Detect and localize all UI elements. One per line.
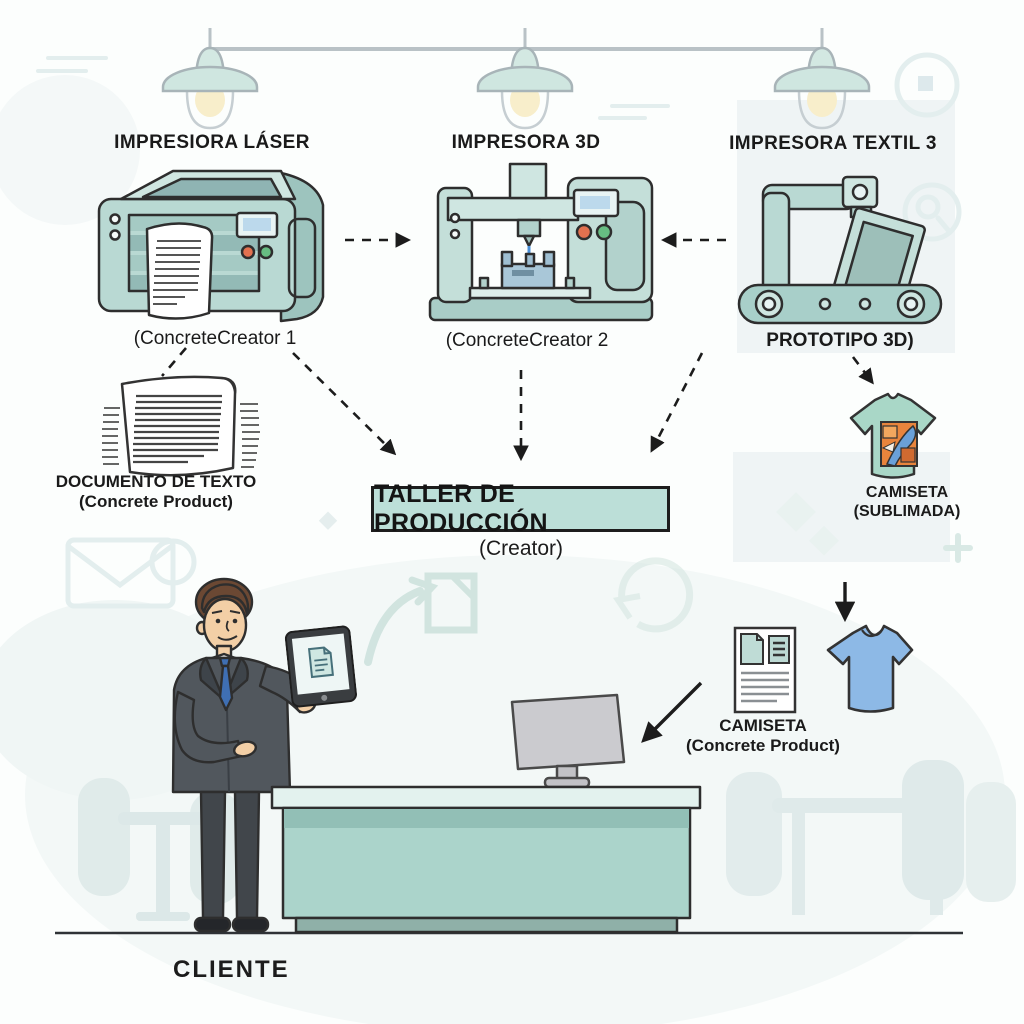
refresh-doodle-icon bbox=[894, 52, 960, 118]
plus-doodle-icon bbox=[943, 533, 973, 563]
laser-printer-illustration bbox=[97, 169, 325, 323]
pendant-lamp-row bbox=[161, 28, 871, 130]
envelope-doodle-icon bbox=[65, 537, 176, 609]
printed-object-icon bbox=[500, 250, 556, 290]
client-label: CLIENTE bbox=[173, 956, 290, 983]
printed-tshirt-icon bbox=[849, 392, 937, 479]
shirt-product-line1: CAMISETA bbox=[719, 716, 807, 735]
3d-printer-illustration bbox=[428, 162, 654, 322]
search-bubble-doodle-icon bbox=[902, 182, 962, 242]
machine-caption-laser: (ConcreteCreator 1 bbox=[133, 328, 297, 349]
machine-caption-3d: (ConcreteCreator 2 bbox=[445, 330, 609, 351]
workshop-box: TALLER DE PRODUCCIÓN bbox=[371, 480, 670, 537]
document-icon bbox=[733, 626, 797, 714]
monitor-icon bbox=[510, 693, 626, 789]
tablet-icon bbox=[284, 625, 357, 708]
teal-arrow-doodle bbox=[364, 572, 478, 666]
document-product-label: DOCUMENTO DE TEXTO (Concrete Product) bbox=[36, 472, 276, 511]
shirt-product-label: CAMISETA (Concrete Product) bbox=[663, 716, 863, 757]
textile-printer-illustration bbox=[737, 175, 943, 325]
counter-desk-illustration bbox=[270, 693, 702, 934]
workshop-subtitle: (Creator) bbox=[478, 537, 563, 560]
machine-title-laser: IMPRESIORA LÁSER bbox=[114, 132, 310, 153]
document-product-line2: (Concrete Product) bbox=[79, 491, 233, 511]
document-stack-icon bbox=[102, 375, 260, 477]
shirt-product-line2: (Concrete Product) bbox=[686, 736, 840, 756]
salesman-illustration bbox=[171, 577, 317, 933]
machine-title-3d: IMPRESORA 3D bbox=[451, 132, 601, 153]
shirt-sublimated-label: CAMISETA (SUBLIMADA) bbox=[817, 483, 997, 521]
machine-caption-textile: PROTOTIPO 3D) bbox=[766, 330, 914, 351]
document-product-line1: DOCUMENTO DE TEXTO bbox=[55, 472, 257, 491]
pendant-lamp-icon bbox=[773, 46, 871, 130]
blue-tshirt-icon bbox=[826, 624, 914, 713]
circle-arrow-doodle bbox=[612, 557, 694, 633]
machine-title-textile: IMPRESORA TEXTIL 3 bbox=[729, 133, 937, 154]
doodles bbox=[36, 52, 973, 609]
pendant-lamp-icon bbox=[476, 46, 574, 130]
pendant-lamp-icon bbox=[161, 46, 259, 130]
shirt-sublimated-line1: CAMISETA bbox=[865, 484, 949, 501]
tablet-document-icon bbox=[307, 646, 334, 679]
shirt-sublimated-line2: (SUBLIMADA) bbox=[853, 503, 961, 521]
